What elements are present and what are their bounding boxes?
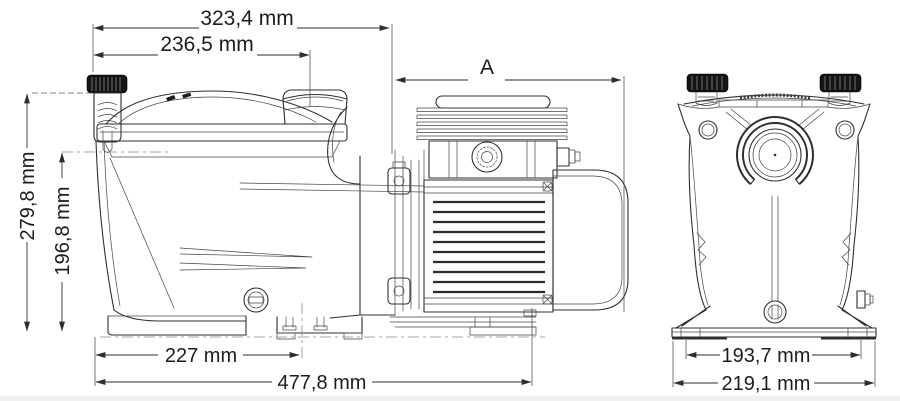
dim-label-length-overall: 477,8 mm [278,372,367,394]
lid-clamp-bracket [93,92,122,143]
corner-boss-left [698,120,718,140]
lid-ring-front [718,99,829,108]
front-drain-plug [763,300,787,324]
basket-taper-line [179,247,313,258]
knob-ribs [691,76,723,90]
dim-label-top-overall: 323,4 mm [200,7,293,30]
drain-plug [243,287,269,313]
side-drain-fitting [856,290,874,309]
dim-label-base-inner: 193,7 mm [722,345,811,367]
front-knob-right [819,73,862,106]
dim-label-motor-length: A [480,56,494,79]
side-view-drawing [86,74,629,340]
terminal-box [416,95,581,179]
extension-lines [32,24,876,387]
dim-base-inner: 193,7 mm [686,345,861,367]
front-base [671,305,877,340]
dim-height-overall: 279,8 mm [17,93,39,332]
dim-top-body: 236,5 mm [93,33,310,58]
lid-vent-mark [166,95,176,102]
dim-length-overall: 477,8 mm [95,372,532,394]
fan-cover [523,169,629,317]
dim-top-overall: 323,4 mm [93,7,390,31]
discharge-port [282,89,348,125]
basket-taper-line [179,262,307,271]
motor [416,95,629,317]
side-gusset-right [841,232,852,266]
cover-screw [542,294,553,305]
pot-base-plate [107,315,247,336]
weep-hole-tab [523,309,537,317]
center-seam [771,195,779,302]
dim-height-port: 196,8 mm [52,152,74,332]
scan-edge [0,396,900,401]
dim-base-outer: 219,1 mm [673,373,875,395]
front-body [677,103,874,324]
dim-label-height-overall: 279,8 mm [17,152,39,241]
front-lid-dome [683,93,865,108]
base-flange [671,327,877,338]
clamp-bolt-bottom [387,277,411,305]
dim-label-foot-span: 227 mm [165,345,237,367]
lid-ring [96,123,348,142]
dim-label-height-port: 196,8 mm [52,187,74,276]
lid-port-front [736,116,814,185]
cable-gland [556,147,581,167]
dim-foot-span: 227 mm [95,345,300,367]
front-view-drawing [671,73,877,340]
strainer-lid [96,90,348,158]
clamp-spring [97,102,118,153]
dimension-annotations: 323,4 mm 236,5 mm A 279,8 mm 196,8 mm [17,7,876,395]
side-gusset-left [696,232,707,266]
dim-motor-length: A [395,56,622,83]
front-knob-left [686,73,729,106]
cover-screw [542,181,553,192]
dim-label-base-outer: 219,1 mm [722,373,811,395]
lid-vent-mark [182,92,192,99]
dim-label-top-body: 236,5 mm [160,33,253,56]
clamp-bolt-top [387,161,411,195]
motor-body [423,179,554,313]
mounting-feet [100,316,545,340]
knob-ribs [824,76,856,90]
conduit-gland [471,141,503,173]
knob-ribs [91,77,121,91]
volute-casing [239,106,425,319]
corner-boss-right [835,120,855,140]
lid-knob [86,74,128,153]
motor-fins [433,200,545,294]
strainer-body [95,140,313,336]
